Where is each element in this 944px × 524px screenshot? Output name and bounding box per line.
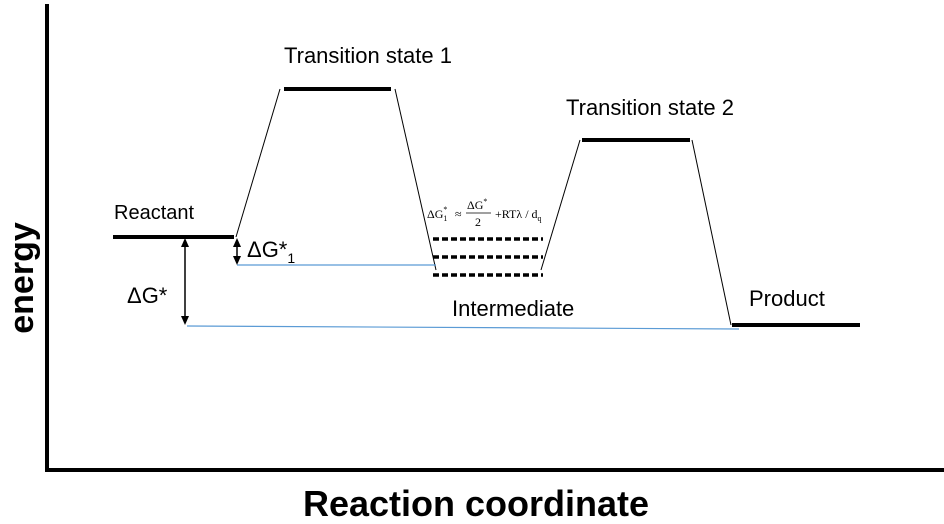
- delta-g1-label: ΔG*1: [247, 237, 295, 266]
- formula-lhs-symbol: ΔG: [427, 207, 444, 221]
- rate-formula: ΔG1* ≈ ΔG* 2 +RTλ / dq: [427, 197, 542, 229]
- formula-numerator-sup: *: [483, 197, 487, 206]
- formula-denominator: 2: [475, 215, 481, 229]
- delta-g-arrowhead-up: [181, 238, 189, 247]
- product-reference-line: [186, 325, 740, 330]
- path-reactant-to-ts1: [235, 88, 281, 238]
- formula-tail-sub: q: [538, 214, 542, 223]
- product-label: Product: [749, 286, 825, 311]
- path-intermediate-to-ts2: [540, 139, 581, 271]
- delta-g1-arrowhead-up: [233, 238, 241, 247]
- delta-g-arrowhead-down: [181, 316, 189, 325]
- x-axis-label: Reaction coordinate: [303, 483, 649, 524]
- y-axis-label: energy: [3, 222, 41, 334]
- path-ts1-to-intermediate: [394, 88, 437, 271]
- delta-g-label: ΔG*: [127, 283, 168, 308]
- path-ts2-to-product: [691, 139, 732, 326]
- formula-lhs: ΔG1*: [427, 205, 447, 223]
- delta-g1-main: ΔG*: [247, 237, 288, 262]
- formula-lhs-sup: *: [443, 205, 447, 214]
- formula-lhs-sub: 1: [443, 214, 447, 223]
- formula-numerator: ΔG*: [467, 197, 487, 212]
- formula-numerator-symbol: ΔG: [467, 198, 484, 212]
- formula-tail: +RTλ / dq: [495, 207, 542, 223]
- delta-g1-subscript: 1: [287, 250, 295, 266]
- delta-g1-arrowhead-down: [233, 256, 241, 265]
- transition-state-1-label: Transition state 1: [284, 43, 452, 68]
- reactant-label: Reactant: [114, 202, 194, 224]
- transition-state-2-label: Transition state 2: [566, 95, 734, 120]
- intermediate-label: Intermediate: [452, 296, 574, 321]
- formula-tail-main: +RTλ / d: [495, 207, 538, 221]
- formula-approx: ≈: [455, 207, 462, 221]
